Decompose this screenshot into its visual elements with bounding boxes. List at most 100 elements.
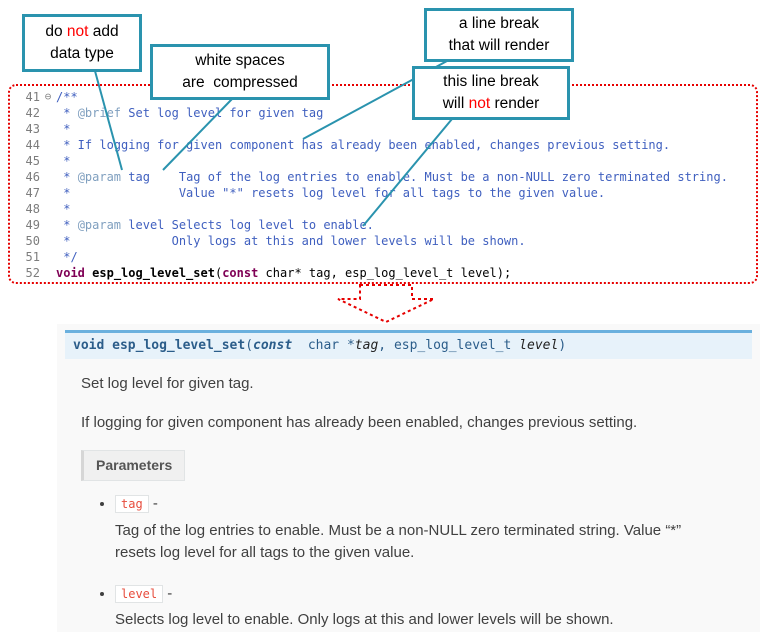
fold-gutter [40, 201, 56, 217]
line-number: 46 [25, 170, 40, 184]
code-comment: level Selects log level to enable. [121, 218, 374, 232]
code-line: 45 * [14, 153, 756, 169]
doc-tag: @param [77, 170, 122, 184]
line-number: 47 [25, 186, 40, 200]
signature-type: char * [292, 338, 355, 353]
param-dash: - [163, 584, 173, 602]
code-line: 44 * If logging for given component has … [14, 137, 756, 153]
code-line: 51 */ [14, 249, 756, 265]
param-name-chip: tag [115, 495, 149, 513]
callout-text-segment: will [442, 95, 469, 112]
code-text: char* tag, esp_log_level_t level); [258, 266, 512, 280]
fold-gutter [40, 233, 56, 249]
callout-whitespace-compressed: white spaces are compressed [150, 44, 330, 100]
line-number: 50 [25, 234, 40, 248]
doc-brief: Set log level for given tag. [81, 375, 254, 392]
signature-punctuation: ) [558, 338, 567, 353]
fold-gutter [40, 153, 56, 169]
parameters-label: Parameters [81, 450, 186, 481]
signature-type: esp_log_level_t [393, 338, 520, 353]
fold-gutter [40, 217, 56, 233]
fold-gutter [40, 265, 56, 281]
down-arrow-icon [337, 284, 435, 324]
code-line: 47 * Value "*" resets log level for all … [14, 185, 756, 201]
line-number: 41 [25, 90, 40, 104]
line-number: 44 [25, 138, 40, 152]
code-editor: 41 ⊖ /** 42 * @brief Set log level for giv… [8, 84, 758, 284]
doc-description: If logging for given component has alrea… [81, 413, 638, 431]
fold-toggle-icon[interactable]: ⊖ [44, 90, 52, 103]
callout-text-line: are compressed [182, 74, 298, 91]
callout-text-segment: not [468, 95, 491, 112]
callout-text-line: this line break [443, 73, 539, 91]
code-line: 46 * @param tag Tag of the log entries t… [14, 169, 756, 185]
code-line: 50 * Only logs at this and lower levels … [14, 233, 756, 249]
code-comment: * If logging for given component has alr… [56, 138, 671, 152]
code-comment: tag Tag of the log entries to enable. Mu… [121, 170, 728, 184]
doc-body: Set log level for given tag. If logging … [65, 359, 752, 632]
signature-arg: level [519, 338, 559, 353]
signature-arg: tag [354, 338, 379, 353]
code-comment: * [56, 154, 71, 168]
code-comment: * [56, 106, 78, 120]
signature-punctuation: ( [245, 338, 254, 353]
fold-gutter [40, 249, 56, 265]
param-list: tag - Tag of the log entries to enable. … [115, 493, 736, 632]
code-comment: * [56, 122, 71, 136]
code-comment: Set log level for given tag [121, 106, 324, 120]
line-number: 43 [25, 122, 40, 136]
code-line: 41 ⊖ /** [14, 89, 756, 105]
fold-gutter [40, 137, 56, 153]
function-name: esp_log_level_set [92, 266, 215, 280]
code-line: 43 * [14, 121, 756, 137]
param-desc: Selects log level to enable. Only logs a… [115, 611, 614, 628]
param-dash: - [148, 495, 158, 512]
param-desc: Tag of the log entries to enable. Must b… [115, 521, 682, 562]
code-keyword: void [56, 266, 85, 280]
code-keyword: const [222, 266, 259, 280]
line-number: 51 [25, 250, 40, 264]
callout-text-segment: not [66, 23, 89, 41]
rendered-doc-panel: void esp_log_level_set(const char *tag, … [57, 324, 760, 632]
callout-text-segment: render [490, 95, 540, 112]
code-comment: * [56, 202, 71, 216]
signature-keyword: void [73, 338, 113, 353]
callout-text-line: do not add [45, 21, 118, 43]
line-number: 49 [25, 218, 40, 232]
signature-function-name: esp_log_level_set [112, 338, 246, 353]
param-name-chip: level [115, 584, 164, 603]
callout-line-break-no-render: this line break will not render [412, 66, 570, 120]
callout-text-line: data type [50, 45, 114, 62]
fold-gutter [40, 185, 56, 201]
signature-punctuation: , [378, 338, 394, 353]
signature-keyword: const [253, 338, 293, 353]
callout-text-line: that will render [448, 37, 550, 54]
param-item: level - Selects log level to enable. Onl… [115, 583, 736, 632]
callout-text-line: white spaces [195, 52, 285, 70]
code-line: 52 void esp_log_level_set(const char* tag… [14, 265, 756, 281]
fold-gutter [40, 105, 56, 121]
callout-no-datatype: do not add data type [22, 14, 142, 72]
code-comment: * [56, 170, 78, 184]
code-comment: */ [56, 250, 78, 264]
code-text [85, 265, 92, 281]
code-comment: * Value "*" resets log level for all tag… [56, 186, 606, 200]
doc-tag: @brief [77, 106, 122, 120]
code-comment: * [56, 218, 78, 232]
code-line: 48 * [14, 201, 756, 217]
fold-gutter [40, 121, 56, 137]
param-item: tag - Tag of the log entries to enable. … [115, 493, 736, 565]
callout-line-break-renders: a line break that will render [424, 8, 574, 62]
line-number: 42 [25, 106, 40, 120]
line-number: 45 [25, 154, 40, 168]
code-text: ( [214, 266, 223, 280]
code-line: 42 * @brief Set log level for given tag [14, 105, 756, 121]
callout-text-segment: do [45, 23, 67, 41]
line-number: 48 [25, 202, 40, 216]
code-comment: * Only logs at this and lower levels wil… [56, 234, 526, 248]
line-number: 52 [25, 266, 40, 280]
doc-tag: @param [77, 218, 122, 232]
callout-text-line: a line break [458, 15, 540, 33]
function-signature: void esp_log_level_set(const char *tag, … [65, 330, 752, 359]
code-comment: /** [56, 90, 78, 104]
